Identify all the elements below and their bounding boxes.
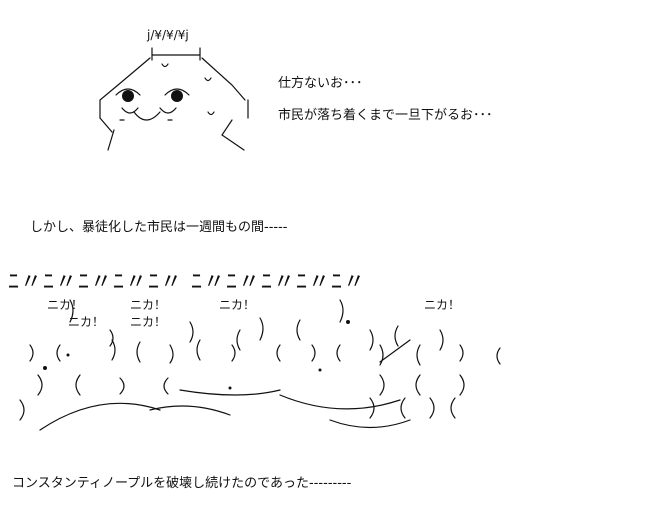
character-header-glyphs: j/¥/¥/¥j [147,28,189,42]
nika-label: ニカ！ [219,298,256,312]
narration-bottom: コンスタンティノープルを破壊し続けたのであった--------- [12,476,352,491]
narration-top: しかし、暴徒化した市民は一週間もの間----- [30,220,288,235]
speech-line-1: 仕方ないお･･･ [278,76,363,91]
chant-wall: ﾆ〃ﾆ〃ﾆ〃ﾆ〃ﾆ〃 ﾆ〃ﾆ〃ﾆ〃ﾆ〃ﾆ〃 [8,270,366,295]
nika-label: ニカ！ [130,298,167,312]
nika-label: ニカ！ [47,298,84,312]
nika-label: ニカ！ [424,298,461,312]
nika-label: ニカ！ [130,315,167,329]
speech-line-2: 市民が落ち着くまで一旦下がるお･･･ [278,108,493,123]
nika-label: ニカ！ [68,315,105,329]
